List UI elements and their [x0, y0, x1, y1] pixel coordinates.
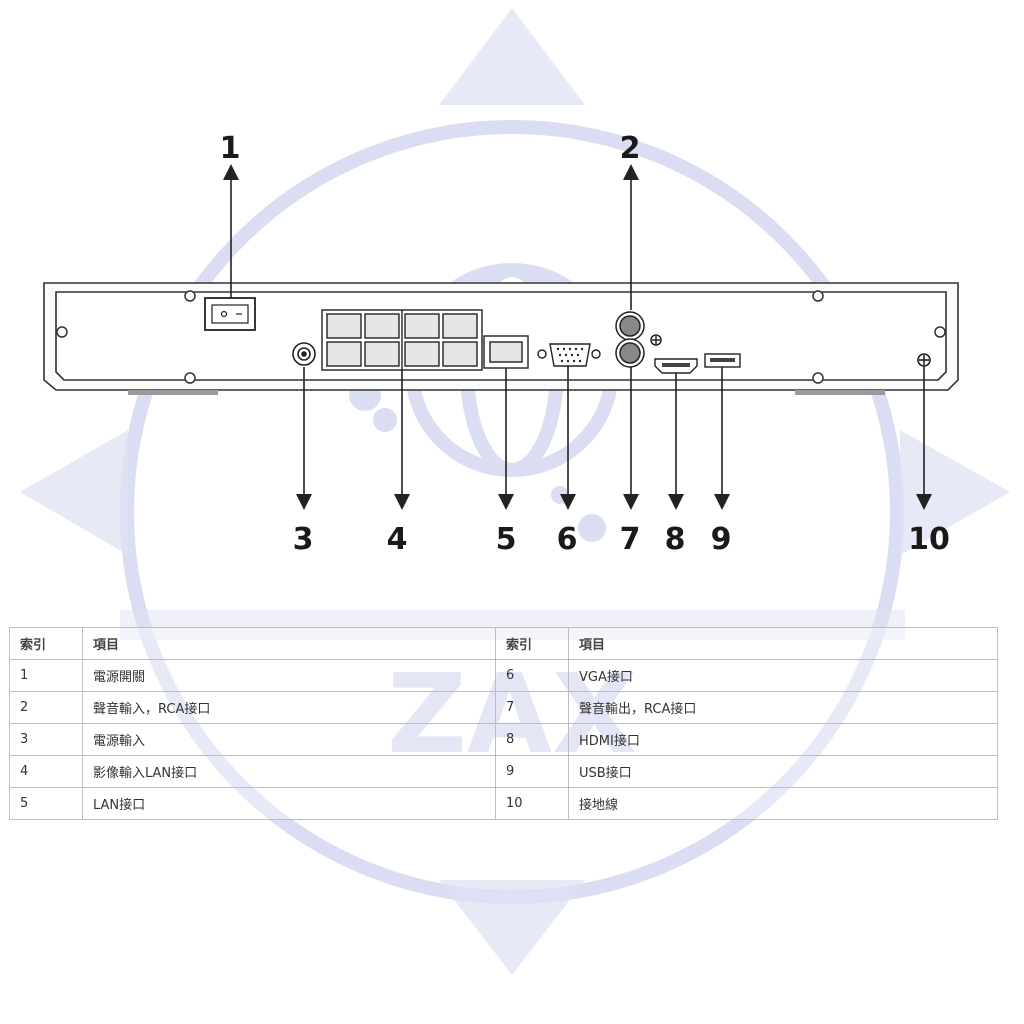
- callout-arrows: [223, 164, 932, 510]
- ground-screw-icon: [917, 353, 931, 367]
- row-index: 4: [9, 755, 83, 788]
- header-index: 索引: [495, 627, 569, 660]
- table-row: 3 電源輸入 8 HDMI接口: [9, 723, 998, 756]
- callout-1: 1: [219, 131, 241, 166]
- callout-8: 8: [664, 522, 686, 557]
- callout-4: 4: [386, 522, 408, 557]
- row-item: LAN接口: [82, 787, 496, 820]
- row-item: USB接口: [568, 755, 998, 788]
- row-index: 10: [495, 787, 569, 820]
- hdmi-port-icon: [654, 358, 698, 374]
- table-row: 5 LAN接口 10 接地線: [9, 787, 998, 820]
- row-index: 9: [495, 755, 569, 788]
- usb-port-icon: [704, 353, 741, 368]
- callout-5: 5: [495, 522, 517, 557]
- row-item: HDMI接口: [568, 723, 998, 756]
- power-switch-icon: [204, 297, 256, 331]
- table-row: 2 聲音輸入，RCA接口 7 聲音輸出，RCA接口: [9, 691, 998, 724]
- nvr-rear-panel-diagram: [43, 164, 959, 510]
- port-legend-table: 索引 項目 索引 項目 1 電源開關 6 VGA接口 2 聲音輸入，RCA接口 …: [9, 627, 998, 820]
- row-index: 1: [9, 659, 83, 692]
- header-item: 項目: [82, 627, 496, 660]
- lan-port-icon: [483, 335, 529, 369]
- audio-rca-icon: [615, 311, 662, 368]
- table-header-row: 索引 項目 索引 項目: [9, 627, 998, 660]
- right-foot: [795, 390, 885, 395]
- screw-icon: [56, 290, 946, 384]
- row-item: 影像輸入LAN接口: [82, 755, 496, 788]
- row-item: VGA接口: [568, 659, 998, 692]
- callout-10: 10: [908, 522, 950, 557]
- row-item: 聲音輸入，RCA接口: [82, 691, 496, 724]
- header-item: 項目: [568, 627, 998, 660]
- table-row: 1 電源開關 6 VGA接口: [9, 659, 998, 692]
- video-input-lan-ports-icon: [321, 309, 483, 371]
- callout-2: 2: [619, 131, 641, 166]
- callout-7: 7: [619, 522, 641, 557]
- table-row: 4 影像輸入LAN接口 9 USB接口: [9, 755, 998, 788]
- header-index: 索引: [9, 627, 83, 660]
- callout-6: 6: [556, 522, 578, 557]
- row-item: 電源開關: [82, 659, 496, 692]
- row-index: 7: [495, 691, 569, 724]
- row-item: 聲音輸出，RCA接口: [568, 691, 998, 724]
- row-index: 3: [9, 723, 83, 756]
- row-index: 6: [495, 659, 569, 692]
- row-index: 5: [9, 787, 83, 820]
- vga-port-icon: [537, 343, 601, 367]
- row-item: 電源輸入: [82, 723, 496, 756]
- row-index: 2: [9, 691, 83, 724]
- callout-9: 9: [710, 522, 732, 557]
- power-input-jack-icon: [292, 342, 316, 366]
- callout-3: 3: [292, 522, 314, 557]
- row-index: 8: [495, 723, 569, 756]
- row-item: 接地線: [568, 787, 998, 820]
- left-foot: [128, 390, 218, 395]
